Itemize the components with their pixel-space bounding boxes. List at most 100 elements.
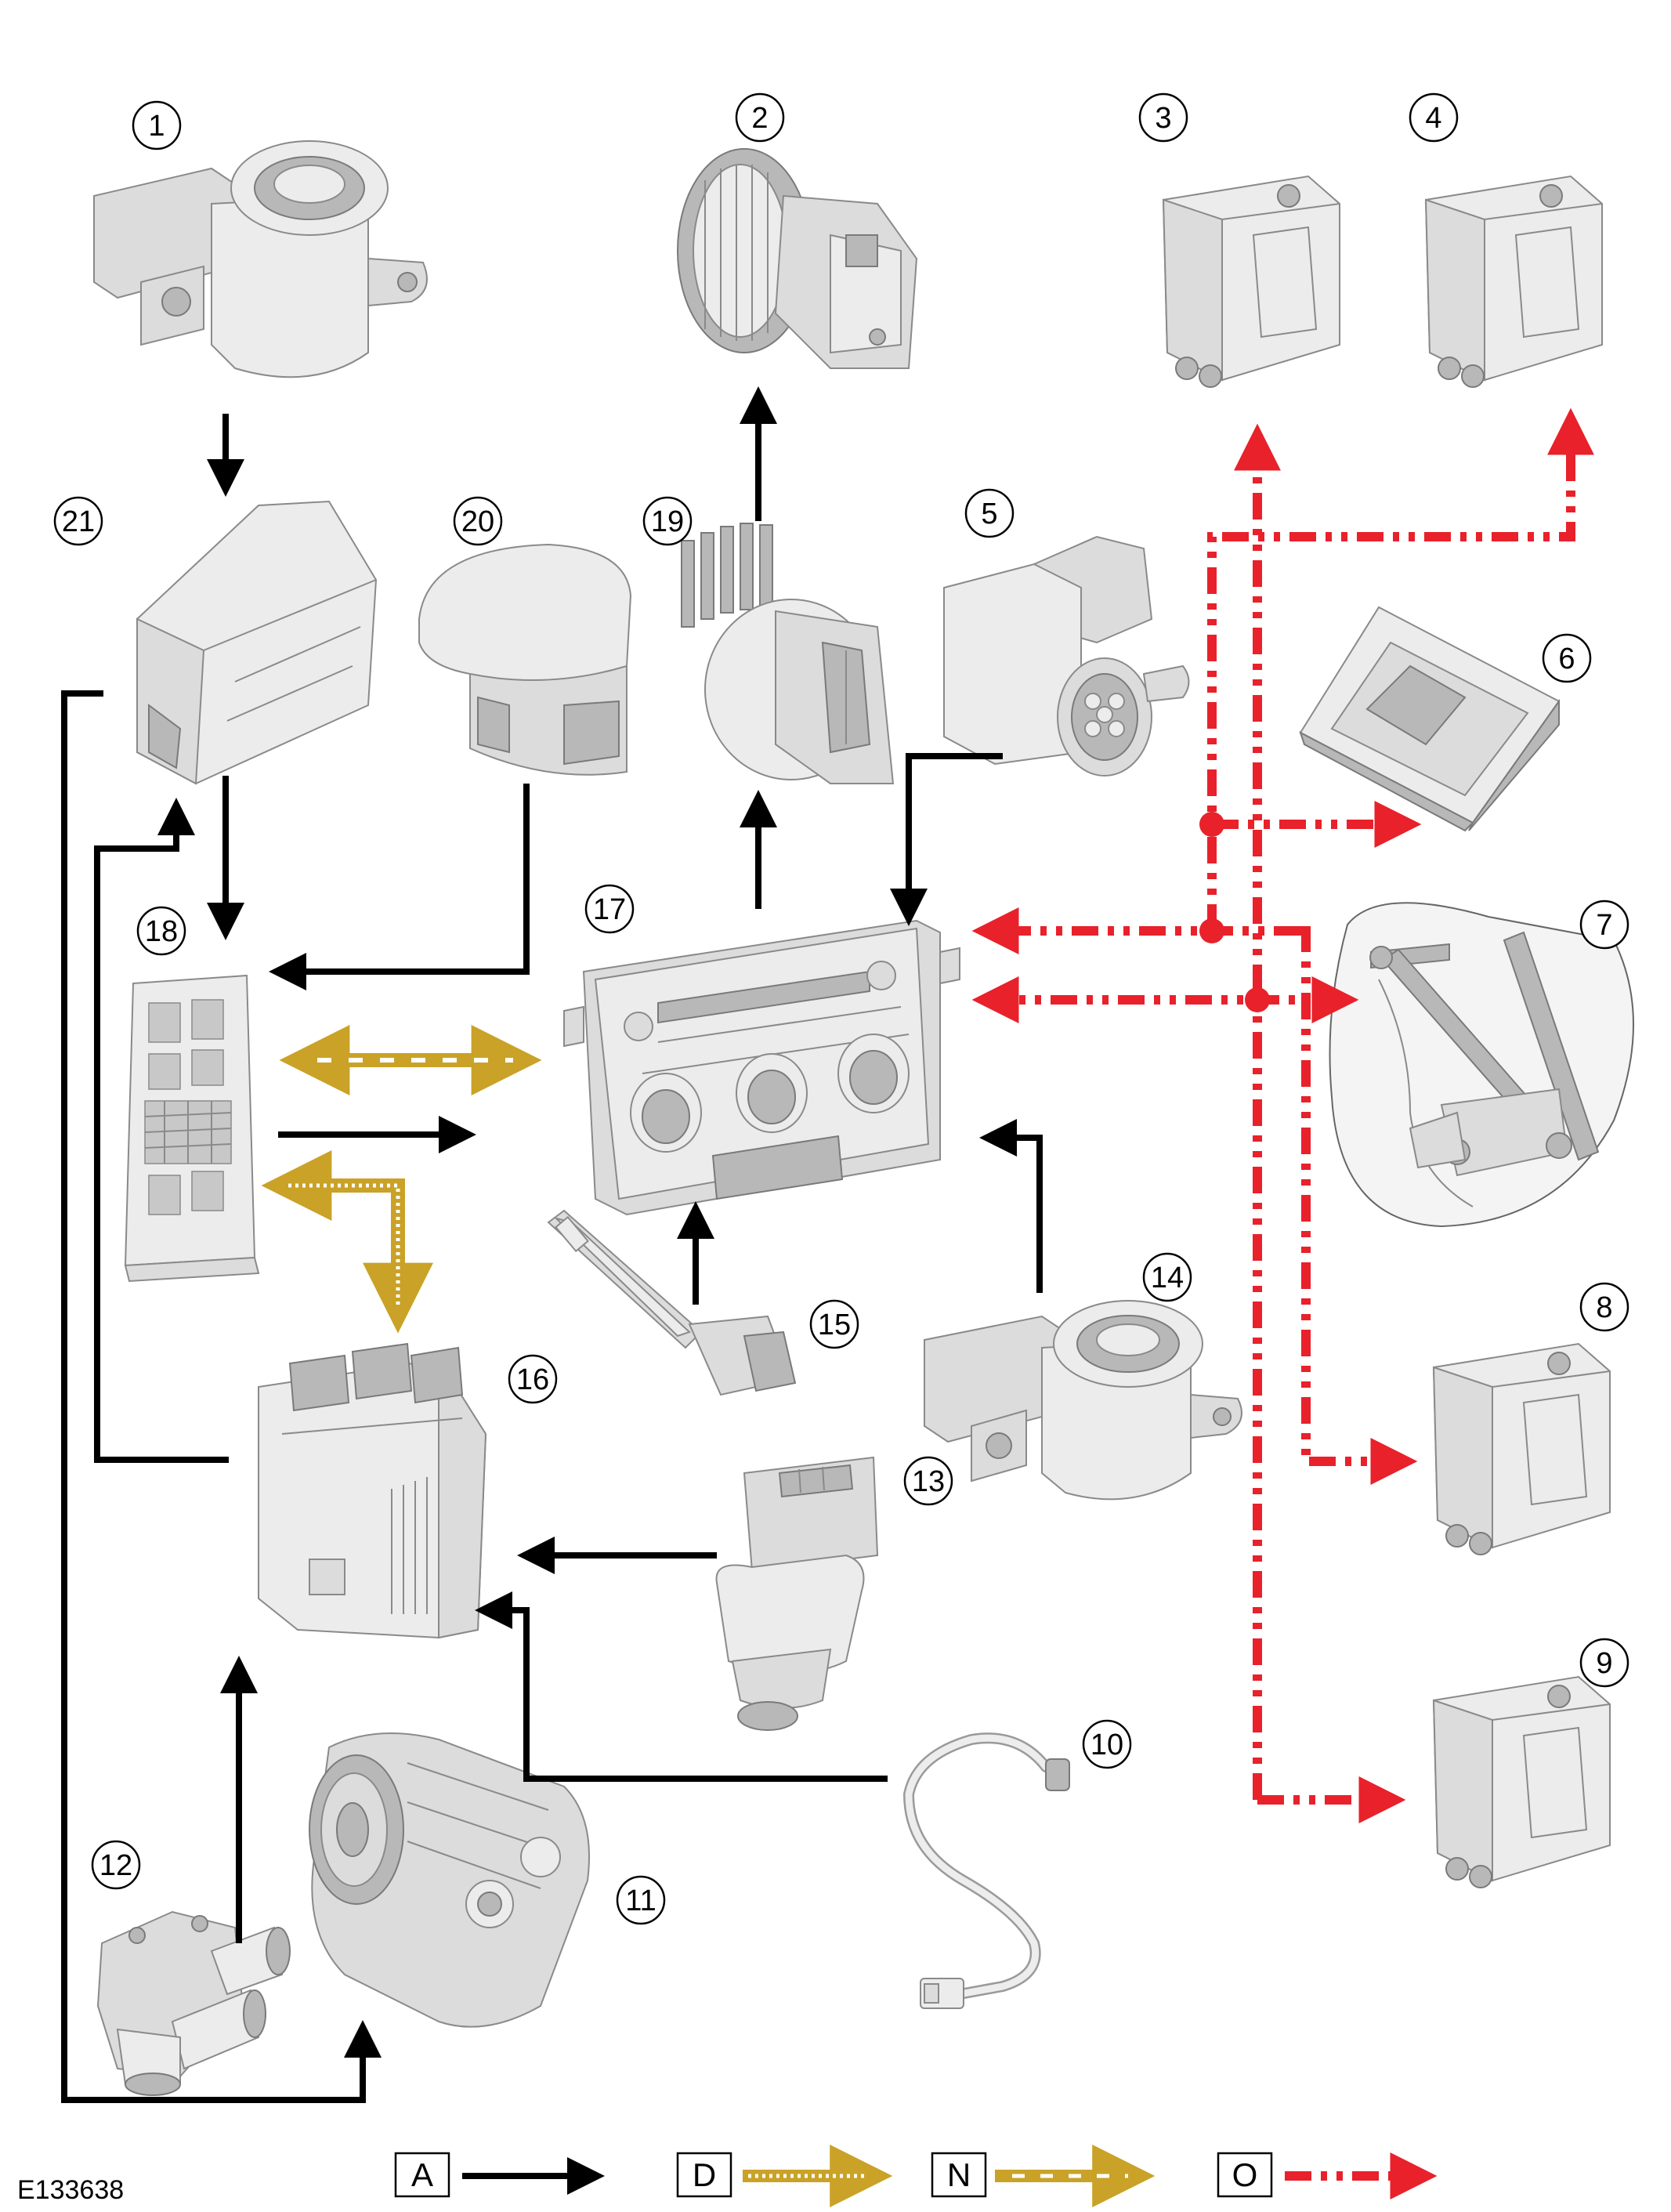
link-5-to-17 bbox=[890, 753, 1003, 926]
component-10-harness bbox=[902, 1732, 1070, 2009]
callout-circle bbox=[508, 1354, 558, 1404]
callout-circle bbox=[903, 1456, 953, 1506]
callout-number: 11 bbox=[625, 1884, 656, 1917]
legend: A D N O bbox=[394, 2145, 1438, 2207]
sensor-connector-icon bbox=[943, 535, 1190, 777]
component-19-blower-resistor bbox=[681, 523, 895, 784]
callout-number: 8 bbox=[1596, 1291, 1612, 1324]
callout-number: 4 bbox=[1425, 102, 1441, 135]
servo-actuator-icon bbox=[1432, 1342, 1611, 1555]
legend-letter-a: A bbox=[411, 2156, 433, 2193]
servo-actuator-icon bbox=[1432, 1675, 1611, 1888]
temperature-sensor-icon bbox=[547, 1209, 797, 1396]
callout-8: 8 bbox=[1579, 1282, 1629, 1332]
callout-number: 15 bbox=[818, 1309, 851, 1341]
lin-connections bbox=[971, 407, 1594, 1823]
callout-19: 19 bbox=[642, 496, 693, 546]
callout-14: 14 bbox=[1142, 1252, 1192, 1302]
control-module-housing-icon bbox=[136, 500, 378, 785]
callout-number: 7 bbox=[1596, 909, 1612, 942]
component-7-flap-linkage bbox=[1329, 902, 1634, 1228]
callout-circle bbox=[809, 1299, 859, 1349]
callout-circle bbox=[1579, 1282, 1629, 1332]
callout-circle bbox=[735, 92, 785, 143]
link-20-to-18 bbox=[269, 784, 530, 990]
callout-2: 2 bbox=[735, 92, 785, 143]
component-16-ecm bbox=[258, 1342, 487, 1639]
callout-number: 17 bbox=[593, 893, 626, 926]
legend-letter-n: N bbox=[947, 2156, 971, 2193]
callout-15: 15 bbox=[809, 1299, 859, 1349]
callout-10: 10 bbox=[1082, 1719, 1132, 1769]
callout-5: 5 bbox=[964, 488, 1015, 538]
lin-junctions bbox=[1199, 812, 1270, 1012]
callout-circle bbox=[1542, 633, 1592, 683]
callout-circle bbox=[584, 884, 635, 934]
legend-letter-o: O bbox=[1232, 2156, 1258, 2193]
callout-17: 17 bbox=[584, 884, 635, 934]
callout-circle bbox=[132, 100, 182, 150]
interior-sensor-cover-icon bbox=[418, 543, 632, 776]
link-21-to-11 bbox=[61, 690, 382, 2103]
legend-item-d: D bbox=[676, 2145, 893, 2207]
component-1-ignition-switch bbox=[93, 140, 428, 378]
callout-number: 14 bbox=[1151, 1262, 1184, 1294]
legend-item-n: N bbox=[931, 2145, 1156, 2207]
callout-11: 11 bbox=[616, 1875, 666, 1925]
wire-harness-sensor-icon bbox=[902, 1732, 1070, 2009]
callout-number: 2 bbox=[751, 102, 768, 135]
callout-circle bbox=[1409, 92, 1459, 143]
component-4-servo bbox=[1424, 175, 1603, 388]
link-14-to-17 bbox=[979, 1119, 1043, 1293]
callout-6: 6 bbox=[1542, 633, 1592, 683]
reference-code: E133638 bbox=[17, 2175, 124, 2205]
callout-number: 1 bbox=[148, 110, 165, 143]
callout-20: 20 bbox=[453, 496, 503, 546]
callout-13: 13 bbox=[903, 1456, 953, 1506]
callout-circle bbox=[91, 1840, 141, 1890]
callout-circle bbox=[642, 496, 693, 546]
callout-number: 18 bbox=[145, 915, 178, 948]
callout-1: 1 bbox=[132, 100, 182, 150]
component-18-fuse-box bbox=[124, 974, 260, 1283]
ac-compressor-icon bbox=[309, 1732, 590, 2028]
coolant-housing-icon bbox=[96, 1910, 291, 2096]
engine-control-module-icon bbox=[258, 1342, 487, 1639]
callout-circle bbox=[1082, 1719, 1132, 1769]
lin-to-4 bbox=[1207, 407, 1594, 931]
callout-12: 12 bbox=[91, 1840, 141, 1890]
fuse-box-module-icon bbox=[124, 974, 260, 1283]
callout-circle bbox=[964, 488, 1015, 538]
callout-number: 13 bbox=[912, 1465, 945, 1498]
pressure-sensor-icon bbox=[715, 1456, 879, 1731]
callout-number: 3 bbox=[1155, 102, 1171, 135]
callout-number: 6 bbox=[1558, 643, 1575, 675]
callout-number: 21 bbox=[62, 505, 95, 538]
blower-motor-icon bbox=[677, 148, 918, 369]
component-6-sensor-module bbox=[1299, 606, 1561, 832]
callout-3: 3 bbox=[1138, 92, 1188, 143]
component-14-ignition-switch bbox=[924, 1300, 1242, 1501]
callout-number: 12 bbox=[99, 1849, 132, 1882]
lin-to-8 bbox=[1300, 926, 1418, 1485]
link-10-to-16 bbox=[475, 1591, 888, 1782]
callout-9: 9 bbox=[1579, 1638, 1629, 1688]
component-17-climate-panel bbox=[563, 919, 960, 1216]
callout-circle bbox=[1142, 1252, 1192, 1302]
legend-item-a: A bbox=[394, 2152, 605, 2198]
callout-circle bbox=[1579, 1638, 1629, 1688]
hardwired-connections bbox=[61, 386, 1043, 2103]
component-9-servo bbox=[1432, 1675, 1611, 1888]
component-15-temp-sensor bbox=[547, 1209, 797, 1396]
sensor-module-icon bbox=[1299, 606, 1561, 832]
callout-number: 10 bbox=[1090, 1729, 1123, 1761]
callout-number: 16 bbox=[516, 1363, 549, 1396]
callout-circle bbox=[453, 496, 503, 546]
callout-circle bbox=[1138, 92, 1188, 143]
callout-18: 18 bbox=[136, 906, 186, 956]
component-11-compressor bbox=[309, 1732, 590, 2028]
callout-number: 9 bbox=[1596, 1647, 1612, 1680]
legend-item-o: O bbox=[1217, 2152, 1438, 2199]
servo-actuator-icon bbox=[1424, 175, 1603, 388]
